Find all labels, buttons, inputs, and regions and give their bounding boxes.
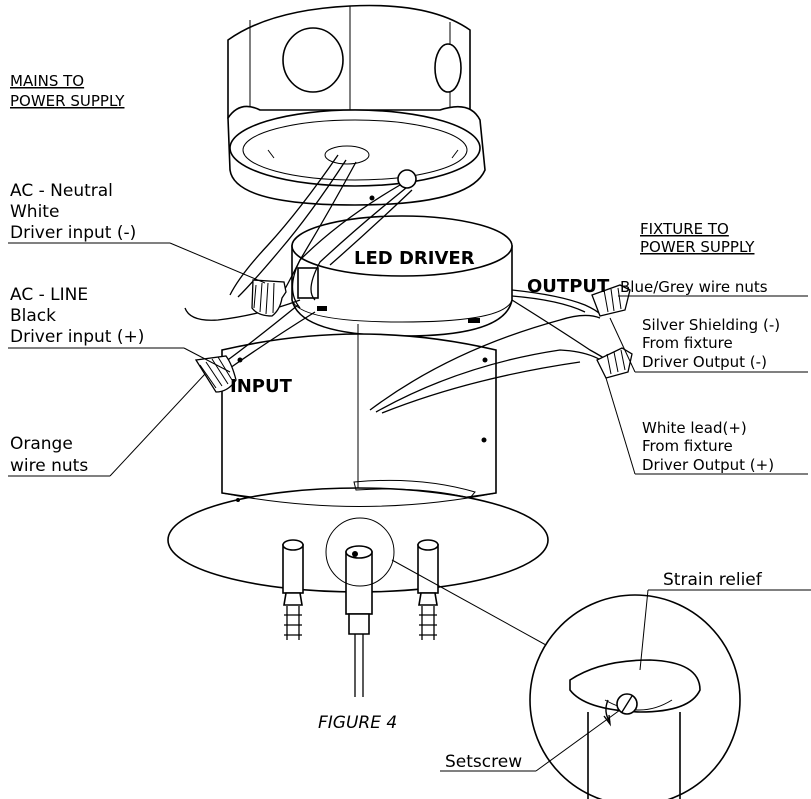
- ac-line-label-2: Black: [10, 306, 56, 326]
- figure-caption: FIGURE 4: [318, 713, 397, 733]
- orange-label-1: Orange: [10, 434, 73, 454]
- mains-label-2: POWER SUPPLY: [10, 92, 125, 110]
- white-lead-label-3: Driver Output (+): [642, 456, 774, 474]
- wire-nuts: [194, 279, 633, 393]
- leader-lines: [8, 242, 811, 772]
- mains-label-1: MAINS TO: [10, 72, 84, 90]
- strain-relief-detail: [391, 559, 741, 799]
- labels: MAINS TO POWER SUPPLY AC - Neutral White…: [10, 72, 780, 772]
- white-lead-label-1: White lead(+): [642, 419, 747, 437]
- fixture-label-1: FIXTURE TO: [640, 220, 729, 238]
- silver-label-3: Driver Output (-): [642, 353, 767, 371]
- fixture-housing: [167, 324, 549, 593]
- ac-neutral-label-3: Driver input (-): [10, 223, 136, 243]
- input-label: INPUT: [230, 376, 293, 397]
- wires: [184, 154, 618, 414]
- silver-label-2: From fixture: [642, 334, 733, 352]
- strain-relief-label: Strain relief: [663, 570, 763, 590]
- fixture-posts: [282, 517, 439, 697]
- fixture-label-2: POWER SUPPLY: [640, 238, 755, 256]
- ac-neutral-label-1: AC - Neutral: [10, 181, 113, 201]
- blue-grey-label: Blue/Grey wire nuts: [620, 278, 768, 296]
- output-label: OUTPUT: [527, 276, 610, 297]
- led-driver-label: LED DRIVER: [354, 248, 475, 269]
- junction-box: [227, 4, 486, 206]
- orange-label-2: wire nuts: [10, 456, 88, 476]
- ac-line-label-1: AC - LINE: [10, 285, 88, 305]
- silver-label-1: Silver Shielding (-): [642, 316, 780, 334]
- ac-line-label-3: Driver input (+): [10, 327, 144, 347]
- setscrew-label: Setscrew: [445, 752, 522, 772]
- white-lead-label-2: From fixture: [642, 437, 733, 455]
- ac-neutral-label-2: White: [10, 202, 59, 222]
- led-driver: LED DRIVER: [291, 215, 513, 337]
